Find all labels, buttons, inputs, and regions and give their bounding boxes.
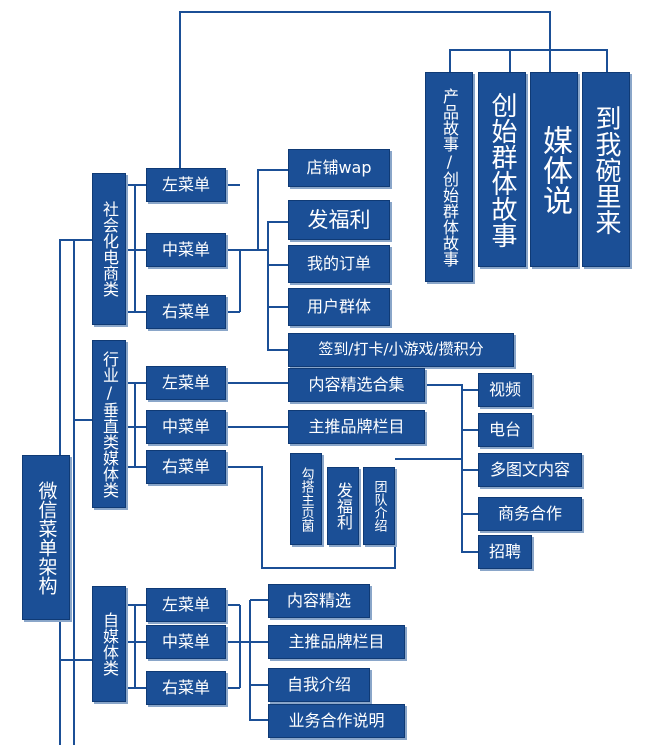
item-self-intro: 自我介绍 <box>268 668 370 702</box>
item-featured-brand: 主推品牌栏目 <box>288 410 425 444</box>
subitem-video: 视频 <box>478 373 532 407</box>
item-homepage: 勾搭主页菌 <box>290 453 322 545</box>
menu-middle: 中菜单 <box>146 233 226 267</box>
story-column-product: 产品故事/创始群体故事 <box>425 72 473 282</box>
story-column-founders: 创始群体故事 <box>478 72 526 267</box>
menu-middle: 中菜单 <box>146 625 226 659</box>
item-content-picks: 内容精选 <box>268 584 370 618</box>
menu-middle: 中菜单 <box>146 410 226 444</box>
item-store-wap: 店铺wap <box>288 149 390 187</box>
story-column-media: 媒体说 <box>530 72 578 267</box>
connector-line <box>249 599 268 721</box>
item-checkin-games: 签到/打卡/小游戏/攒积分 <box>288 333 514 367</box>
item-user-group: 用户群体 <box>288 288 390 326</box>
connector-line <box>125 604 146 689</box>
item-welfare: 发福利 <box>288 200 390 240</box>
connector-line <box>226 382 396 569</box>
item-team-intro: 团队介绍 <box>363 467 395 545</box>
menu-left: 左菜单 <box>146 168 226 202</box>
menu-right: 右菜单 <box>146 450 226 484</box>
menu-right: 右菜单 <box>146 671 226 705</box>
connector-line <box>425 384 478 471</box>
story-column-come: 到我碗里来 <box>582 72 630 267</box>
item-business-desc: 业务合作说明 <box>268 704 405 738</box>
connector-line <box>226 604 262 689</box>
connector-line <box>125 184 146 313</box>
connector-line <box>395 458 478 553</box>
connector-line <box>226 184 241 313</box>
item-content-collection: 内容精选合集 <box>288 368 425 402</box>
connector-line <box>449 49 608 72</box>
root-node: 微信菜单架构 <box>22 455 70 620</box>
menu-left: 左菜单 <box>146 366 226 400</box>
subitem-business: 商务合作 <box>478 497 582 531</box>
item-welfare-vertical: 发福利 <box>327 467 359 545</box>
item-my-orders: 我的订单 <box>288 245 390 283</box>
subitem-multi-article: 多图文内容 <box>478 453 582 487</box>
item-featured-brand: 主推品牌栏目 <box>268 625 405 659</box>
section-label-social-ecommerce: 社会化电商类 <box>92 173 126 325</box>
subitem-radio: 电台 <box>478 413 532 447</box>
connector-line <box>179 11 551 185</box>
connector-line <box>240 169 288 351</box>
section-label-industry-media: 行业/垂直类媒体类 <box>92 340 126 508</box>
subitem-recruit: 招聘 <box>478 535 532 569</box>
section-label-self-media: 自媒体类 <box>92 586 126 702</box>
menu-right: 右菜单 <box>146 295 226 329</box>
connector-line <box>125 382 146 468</box>
menu-left: 左菜单 <box>146 588 226 622</box>
connector-line <box>73 240 92 745</box>
